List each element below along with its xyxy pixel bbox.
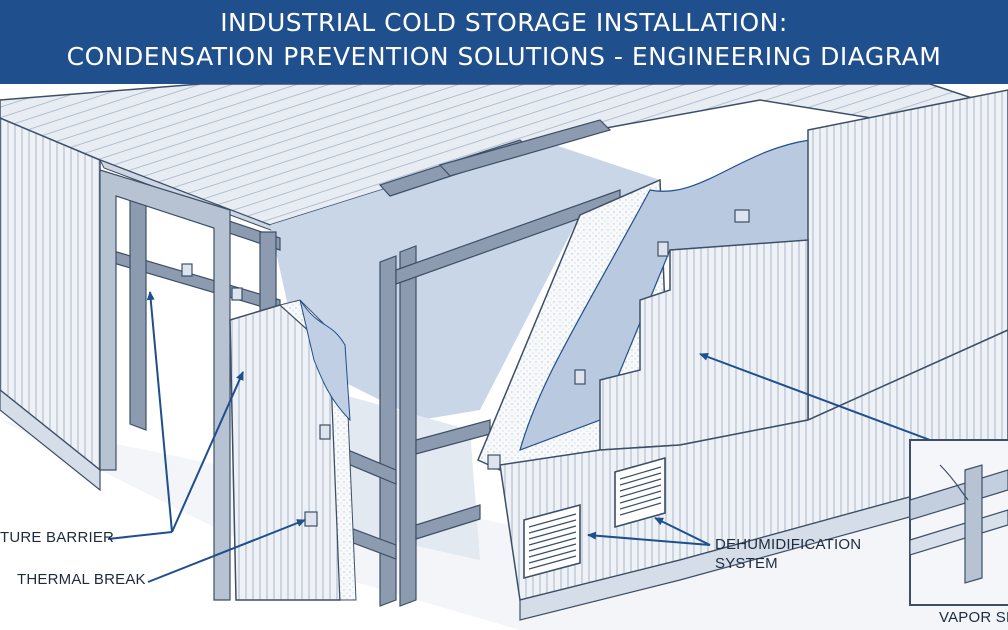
callout-arrows: [107, 291, 931, 583]
right-stepped-panel: [599, 239, 809, 451]
leader-moisture-barrier: [107, 531, 173, 540]
dehumidifier-unit-left: [523, 503, 581, 580]
label-dehumidification-line-2: SYSTEM: [715, 555, 778, 572]
arrow-moisture-barrier-a: [146, 291, 173, 533]
right-wall-base: [519, 469, 1008, 621]
arrow-dehumidification-b: [654, 517, 711, 546]
left-wall-base: [0, 389, 101, 492]
title-line-2: CONDENSATION PREVENTION SOLUTIONS - ENGI…: [66, 42, 942, 71]
label-thermal-break: THERMAL BREAK: [17, 571, 146, 588]
door-frame: [99, 169, 231, 601]
steel-frame: [99, 119, 621, 607]
arrow-moisture-barrier-b: [171, 371, 244, 533]
arrow-dehumidification-a: [587, 531, 711, 546]
mounting-brackets: [181, 209, 750, 527]
roof-panel: [0, 84, 1008, 226]
label-dehumidification-system: DEHUMIDIFICATION SYSTEM: [715, 535, 861, 573]
title-banner: INDUSTRIAL COLD STORAGE INSTALLATION: CO…: [0, 0, 1008, 84]
vapor-seal-detail-inset: [909, 439, 1008, 606]
dehumidifier-unit-right: [614, 456, 666, 529]
left-vapor-membrane: [299, 299, 351, 422]
label-dehumidification-line-1: DEHUMIDIFICATION: [715, 536, 862, 553]
label-vapor-seal: VAPOR SE: [939, 609, 1008, 626]
title-line-1: INDUSTRIAL COLD STORAGE INSTALLATION:: [220, 8, 788, 37]
arrow-thermal-break: [147, 519, 306, 583]
label-moisture-barrier: TURE BARRIER: [0, 529, 115, 546]
arrow-vapor-seal: [699, 353, 931, 441]
cold-storage-diagram: [0, 84, 1008, 630]
